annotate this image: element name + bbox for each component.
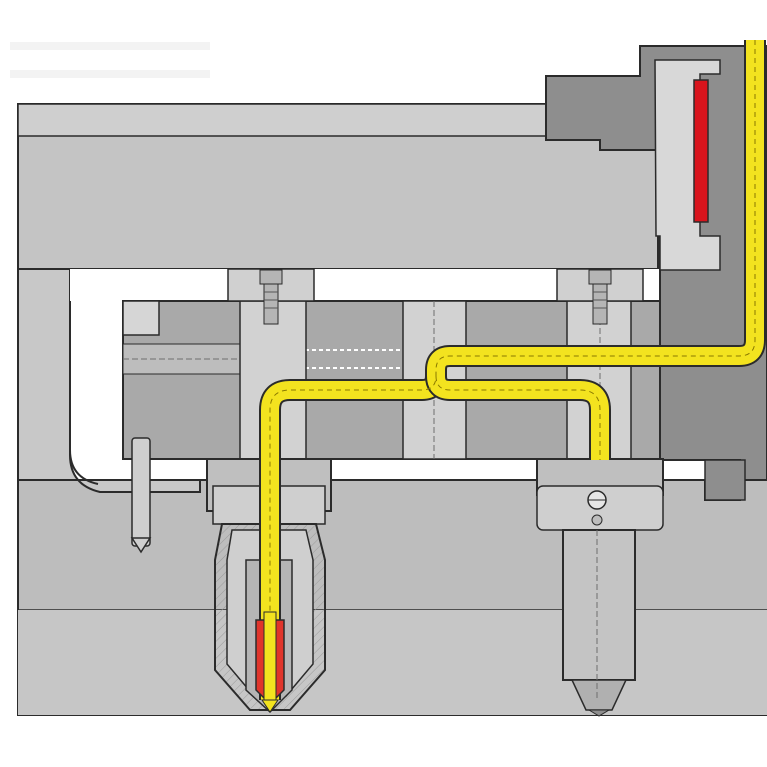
nozzle-right <box>536 458 664 717</box>
heater-band <box>693 79 709 223</box>
faded-header-smudge <box>10 42 210 78</box>
sprue-bushing <box>545 45 767 501</box>
melt-channel <box>259 40 766 700</box>
fixing-screw-left <box>227 268 315 325</box>
nozzle-tip-heater <box>255 611 285 713</box>
locating-pin <box>130 437 152 554</box>
fixing-screw-right <box>556 268 644 325</box>
